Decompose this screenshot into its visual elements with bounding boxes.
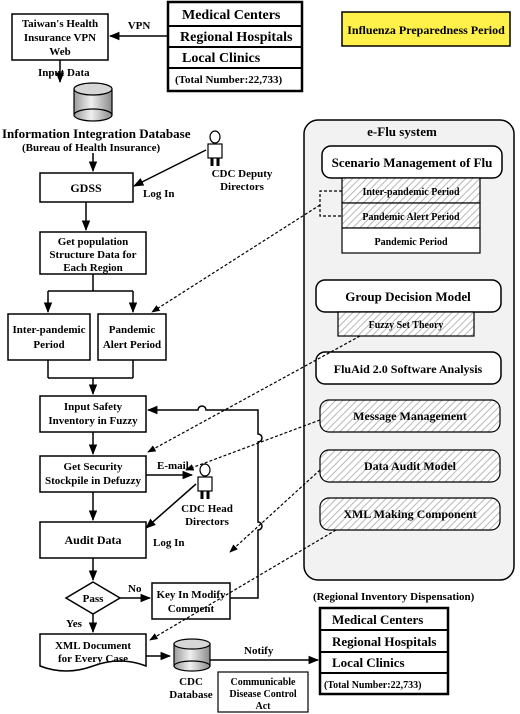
email-label: E-mail xyxy=(157,460,189,472)
period-pandemic xyxy=(341,227,481,254)
period-inter-pandemic-label: Inter-pandemic Period xyxy=(362,187,460,198)
period-inter-pandemic xyxy=(341,177,481,204)
message-management-box xyxy=(319,399,501,433)
no-label: No xyxy=(128,583,142,595)
regional-dispensation-label: (Regional Inventory Dispensation) xyxy=(313,591,475,603)
act-line-2: Disease Control xyxy=(229,689,297,700)
log-in-label-2: Log In xyxy=(153,537,185,549)
fluaid-box xyxy=(315,351,502,385)
input-safety-line-1: Input Safety xyxy=(64,401,123,413)
deputy-login-arrow xyxy=(133,149,207,187)
bottom-provider-medical: Medical Centers xyxy=(332,612,423,627)
xml-component-label: XML Making Component xyxy=(343,507,476,521)
cdc-database-icon xyxy=(173,638,211,672)
bottom-provider-local: Local Clinics xyxy=(332,655,405,670)
vpn-box-line-1: Taiwan's Health xyxy=(22,18,98,30)
input-safety-box xyxy=(39,395,147,433)
population-line-2: Structure Data for xyxy=(49,249,136,261)
stockpile-line-2: Stockpile in Defuzzy xyxy=(45,475,141,487)
act-line-3: Act xyxy=(256,701,272,712)
stockpile-line-1: Get Security xyxy=(64,461,123,473)
period-bracket xyxy=(319,190,342,217)
bottom-provider-regional: Regional Hospitals xyxy=(332,634,436,649)
modify-line-1: Key In Modify xyxy=(156,589,226,601)
cdc-deputy-line-1: CDC Deputy xyxy=(212,168,273,180)
log-in-label-1: Log In xyxy=(143,188,175,200)
vpn-box-line-2: Insurance VPN xyxy=(24,32,96,44)
cdc-deputy-line-2: Directors xyxy=(220,181,264,193)
feedback-loop-line xyxy=(146,405,263,599)
cdc-deputy-person-icon xyxy=(207,130,223,166)
period-pandemic-alert xyxy=(341,202,481,229)
influenza-preparedness-badge: Influenza Preparedness Period xyxy=(341,11,511,47)
inter-pandemic-line-1: Inter-pandemic xyxy=(13,324,86,336)
security-stockpile-box xyxy=(39,455,147,493)
notify-label: Notify xyxy=(244,645,274,657)
message-management-label: Message Management xyxy=(353,409,467,423)
inter-pandemic-box xyxy=(7,313,91,361)
vpn-box-line-3: Web xyxy=(49,46,70,58)
cdc-db-line-1: CDC xyxy=(179,676,203,688)
group-decision-label: Group Decision Model xyxy=(345,289,471,304)
dotted-message-to-email xyxy=(185,419,321,471)
modify-comment-box xyxy=(151,582,231,620)
head-login-arrow xyxy=(145,483,197,529)
top-providers-box: Medical Centers Regional Hospitals Local… xyxy=(166,0,304,93)
input-data-label: Input Data xyxy=(38,67,90,79)
badge-label: Influenza Preparedness Period xyxy=(347,23,505,37)
disease-act-box xyxy=(217,671,309,713)
population-line-3: Each Region xyxy=(63,262,123,274)
top-provider-regional: Regional Hospitals xyxy=(180,30,293,45)
cdc-db-line-2: Database xyxy=(169,689,213,701)
period-pandemic-alert-label: Pandemic Alert Period xyxy=(362,212,460,223)
audit-data-box xyxy=(39,521,147,559)
audit-data-label: Audit Data xyxy=(64,533,121,547)
cdc-head-line-2: Directors xyxy=(185,516,229,528)
data-audit-model-label: Data Audit Model xyxy=(364,459,457,473)
inter-pandemic-line-2: Period xyxy=(33,339,64,351)
vpn-web-box: Taiwan's Health Insurance VPN Web xyxy=(11,13,109,61)
xml-doc-line-1: XML Document xyxy=(55,640,131,652)
xml-document-shape xyxy=(39,633,147,672)
fuzzy-set-label: Fuzzy Set Theory xyxy=(369,320,444,331)
top-provider-local: Local Clinics xyxy=(182,51,261,66)
bottom-provider-total: (Total Number:22,733) xyxy=(324,680,421,691)
yes-label: Yes xyxy=(66,618,83,630)
act-line-1: Communicable xyxy=(231,677,297,688)
fuzzy-set-box xyxy=(337,311,475,337)
pandemic-alert-box xyxy=(97,313,167,361)
dotted-xml-component-to-xml-doc xyxy=(149,529,337,641)
pandemic-alert-line-1: Pandemic xyxy=(109,324,156,336)
bottom-providers-box: Medical Centers Regional Hospitals Local… xyxy=(318,606,450,696)
database-subtitle: (Bureau of Health Insurance) xyxy=(22,142,161,154)
dotted-fuzzy-to-stockpile xyxy=(147,335,361,453)
modify-line-2: Comment xyxy=(168,603,215,615)
xml-component-box xyxy=(319,497,501,531)
population-line-1: Get population xyxy=(58,236,129,248)
information-database-icon xyxy=(73,82,113,122)
top-provider-medical: Medical Centers xyxy=(182,8,281,23)
eflu-title: e-Flu system xyxy=(367,124,437,139)
vpn-label: VPN xyxy=(128,20,151,32)
pandemic-alert-line-2: Alert Period xyxy=(103,339,161,351)
xml-doc-line-2: for Every Case xyxy=(58,653,128,665)
scenario-management-label: Scenario Management of Flu xyxy=(332,155,493,170)
pass-label: Pass xyxy=(83,593,105,605)
top-provider-total: (Total Number:22,733) xyxy=(175,74,282,86)
period-pandemic-label: Pandemic Period xyxy=(374,237,447,248)
cdc-head-line-1: CDC Head xyxy=(181,503,233,515)
fluaid-label: FluAid 2.0 Software Analysis xyxy=(334,362,483,376)
cdc-head-person-icon xyxy=(197,463,213,499)
gdss-label: GDSS xyxy=(70,181,102,195)
dotted-periods-to-branches xyxy=(151,204,321,313)
database-title: Information Integration Database xyxy=(2,126,191,141)
input-safety-line-2: Inventory in Fuzzy xyxy=(48,415,138,427)
dotted-audit-model-to-audit xyxy=(229,469,321,553)
data-audit-model-box xyxy=(319,449,501,483)
